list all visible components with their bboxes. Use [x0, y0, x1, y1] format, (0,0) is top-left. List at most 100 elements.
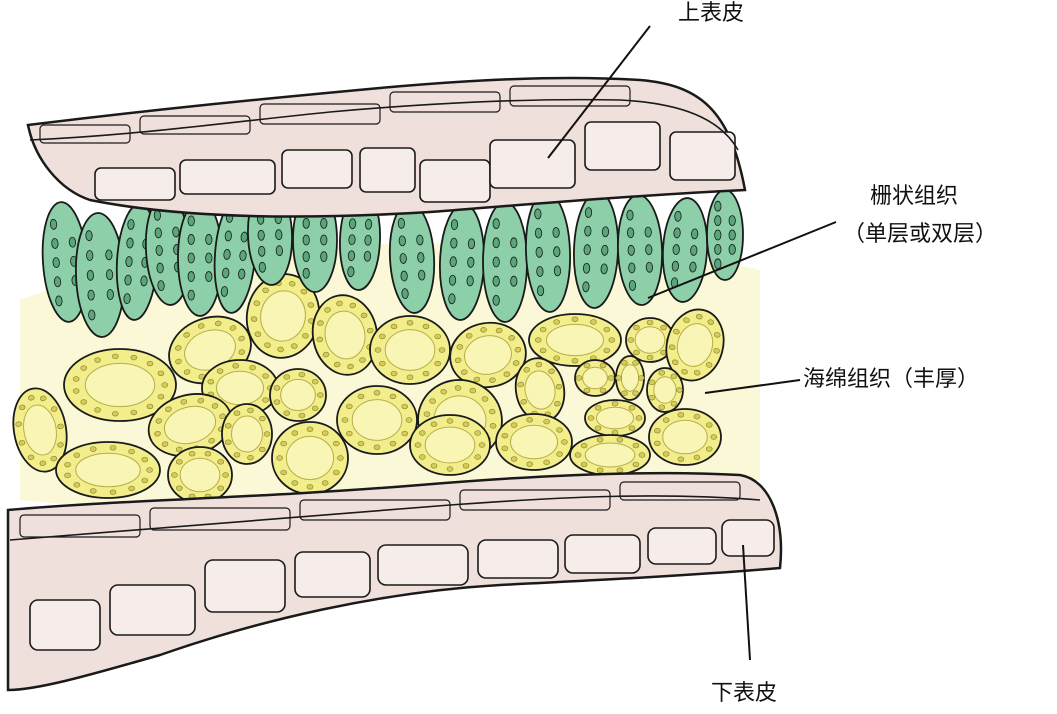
chloroplast-icon	[336, 300, 343, 307]
chloroplast-icon	[638, 452, 646, 458]
chloroplast-icon	[333, 440, 340, 447]
chloroplast-icon	[146, 360, 154, 367]
chloroplast-icon	[187, 252, 195, 264]
chloroplast-icon	[89, 488, 97, 494]
vacuole-shape	[620, 364, 640, 392]
chloroplast-icon	[489, 377, 496, 383]
chloroplast-icon	[543, 459, 550, 466]
vacuole-shape	[582, 366, 608, 390]
chloroplast-icon	[548, 368, 555, 374]
epidermal-cell	[149, 507, 291, 531]
chloroplast-icon	[561, 439, 568, 445]
chloroplast-icon	[224, 423, 232, 429]
chloroplast-icon	[508, 335, 515, 341]
chloroplast-icon	[645, 261, 654, 273]
chloroplast-icon	[302, 234, 310, 246]
chloroplast-icon	[467, 238, 476, 250]
epidermal-cell	[139, 115, 251, 135]
label-spongy-tissue: 海绵组织（丰厚）	[803, 367, 980, 392]
chloroplast-icon	[298, 371, 306, 378]
chloroplast-icon	[264, 342, 271, 348]
spongy-cell	[528, 313, 622, 367]
chloroplast-icon	[654, 440, 661, 447]
chloroplast-icon	[258, 261, 266, 273]
chloroplast-icon	[390, 323, 398, 330]
chloroplast-icon	[398, 235, 406, 247]
chloroplast-icon	[357, 393, 365, 400]
chloroplast-icon	[693, 413, 701, 420]
chloroplast-icon	[503, 371, 511, 377]
chloroplast-icon	[728, 243, 736, 255]
chloroplast-icon	[501, 445, 509, 452]
chloroplast-icon	[448, 274, 457, 286]
chloroplast-icon	[626, 209, 634, 221]
chloroplast-icon	[628, 425, 636, 431]
chloroplast-icon	[233, 410, 241, 416]
chloroplast-icon	[449, 256, 457, 268]
spongy-cell	[615, 355, 645, 401]
chloroplast-icon	[673, 227, 681, 239]
chloroplast-icon	[373, 444, 381, 450]
epidermal-cell	[94, 167, 176, 201]
chloroplast-icon	[632, 390, 639, 396]
chloroplast-icon	[89, 446, 97, 452]
chloroplast-icon	[552, 227, 560, 238]
chloroplast-icon	[214, 320, 222, 327]
spongy-cell	[245, 273, 321, 359]
epidermal-cell	[109, 584, 196, 636]
chloroplast-icon	[198, 373, 206, 380]
chloroplast-icon	[155, 418, 163, 424]
chloroplast-icon	[580, 461, 588, 468]
chloroplast-icon	[360, 312, 368, 319]
vacuole-shape	[75, 452, 141, 488]
chloroplast-icon	[302, 251, 310, 263]
chloroplast-icon	[705, 422, 713, 428]
chloroplast-icon	[596, 467, 604, 473]
chloroplast-icon	[607, 375, 615, 381]
chloroplast-icon	[302, 217, 310, 229]
chloroplast-icon	[183, 369, 191, 375]
chloroplast-icon	[112, 353, 119, 360]
spongy-cell	[409, 414, 491, 476]
chloroplast-icon	[696, 313, 703, 320]
chloroplast-icon	[187, 271, 195, 282]
chloroplast-icon	[72, 388, 80, 394]
chloroplast-icon	[582, 262, 591, 274]
chloroplast-icon	[390, 370, 398, 377]
spongy-cell	[584, 399, 646, 437]
chloroplast-icon	[422, 323, 430, 330]
chloroplast-icon	[418, 430, 426, 436]
chloroplast-icon	[373, 390, 381, 396]
spongy-cell	[665, 308, 725, 382]
chloroplast-icon	[583, 362, 591, 369]
chloroplast-icon	[141, 477, 149, 484]
chloroplast-icon	[124, 274, 132, 286]
chloroplast-icon	[357, 440, 365, 447]
epidermal-cell	[419, 159, 491, 203]
chloroplast-icon	[324, 307, 331, 313]
chloroplast-icon	[556, 451, 563, 457]
label-upper-epidermis: 上表皮	[678, 1, 745, 26]
chloroplast-icon	[205, 234, 213, 245]
chloroplast-icon	[728, 229, 736, 241]
spongy-cell	[514, 357, 566, 423]
chloroplast-icon	[105, 249, 113, 261]
chloroplast-icon	[337, 455, 344, 461]
chloroplast-icon	[405, 417, 413, 423]
chloroplast-icon	[229, 325, 237, 331]
chloroplast-icon	[677, 456, 685, 462]
chloroplast-icon	[219, 413, 226, 420]
epidermal-cell	[299, 499, 451, 521]
chloroplast-icon	[86, 250, 94, 261]
chloroplast-icon	[51, 238, 59, 249]
spongy-cell	[574, 359, 616, 397]
chloroplast-icon	[466, 275, 474, 287]
epidermal-cell	[359, 147, 416, 193]
chloroplast-icon	[73, 482, 81, 488]
chloroplast-icon	[644, 226, 652, 238]
leader-line-upper-epidermis	[547, 25, 651, 159]
chloroplast-icon	[109, 445, 117, 451]
chloroplast-icon	[341, 417, 349, 423]
chloroplast-icon	[238, 349, 245, 355]
